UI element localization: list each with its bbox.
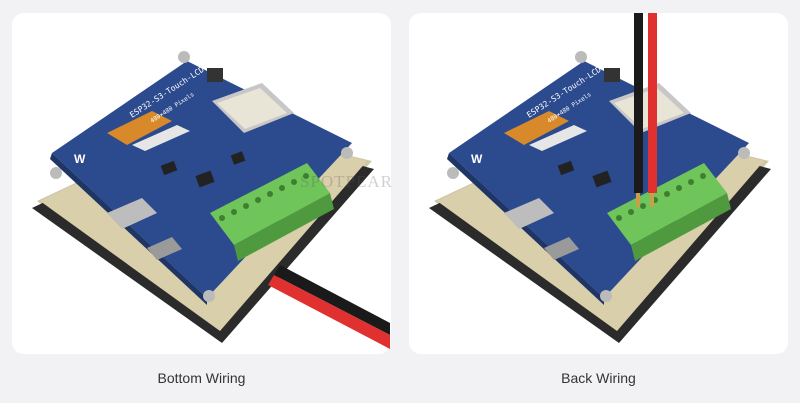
sd-card-slot — [107, 198, 157, 229]
fpc-latch — [529, 125, 587, 151]
ic-chip — [604, 68, 620, 82]
wire-red — [268, 275, 390, 349]
ic-chip — [230, 151, 246, 165]
wire-black — [274, 265, 390, 335]
terminal-block — [607, 163, 727, 245]
standoff — [575, 51, 587, 63]
ic-chip — [592, 170, 612, 188]
standoff — [447, 167, 459, 179]
standoff — [600, 290, 612, 302]
esp-module — [217, 88, 287, 129]
standoff — [341, 147, 353, 159]
wire-tip — [650, 193, 654, 207]
waveshare-logo: W — [74, 152, 86, 166]
usb-c-port — [147, 237, 182, 260]
sd-card-slot — [504, 198, 554, 229]
terminal-block-side — [631, 193, 731, 261]
waveshare-logo: W — [471, 152, 483, 166]
terminal-block-side — [234, 193, 334, 261]
fpc-connector — [504, 111, 569, 145]
standoff — [50, 167, 62, 179]
ic-chip — [207, 68, 223, 82]
standoff — [178, 51, 190, 63]
board-photo-back-wiring: ESP32-S3-Touch-LCD-4 480×480 Pixels W — [429, 13, 771, 343]
ic-chip — [160, 160, 178, 176]
usb-c-port — [544, 237, 579, 260]
pcb-edge — [447, 153, 604, 305]
standoff — [203, 290, 215, 302]
photo-panel-bottom-wiring: ESP32-S3-Touch-LCD-4 480×480 Pixels W — [12, 13, 391, 354]
wire-red — [648, 13, 657, 193]
standoff — [738, 147, 750, 159]
pcb-edge — [50, 153, 207, 305]
ic-chip — [195, 170, 215, 188]
fpc-latch — [132, 125, 190, 151]
terminal-block — [210, 163, 330, 245]
board-photo-bottom-wiring: ESP32-S3-Touch-LCD-4 480×480 Pixels W — [32, 51, 390, 349]
ic-chip — [557, 160, 575, 176]
watermark: SPOTPEAR — [300, 172, 394, 191]
caption-back-wiring: Back Wiring — [561, 370, 636, 386]
wire-black — [634, 13, 643, 193]
caption-bottom-wiring: Bottom Wiring — [157, 370, 246, 386]
photo-panel-back-wiring: ESP32-S3-Touch-LCD-4 480×480 Pixels W — [409, 13, 788, 354]
wire-tip — [636, 193, 640, 207]
terminal-screws — [219, 173, 309, 221]
fpc-connector — [107, 111, 172, 145]
